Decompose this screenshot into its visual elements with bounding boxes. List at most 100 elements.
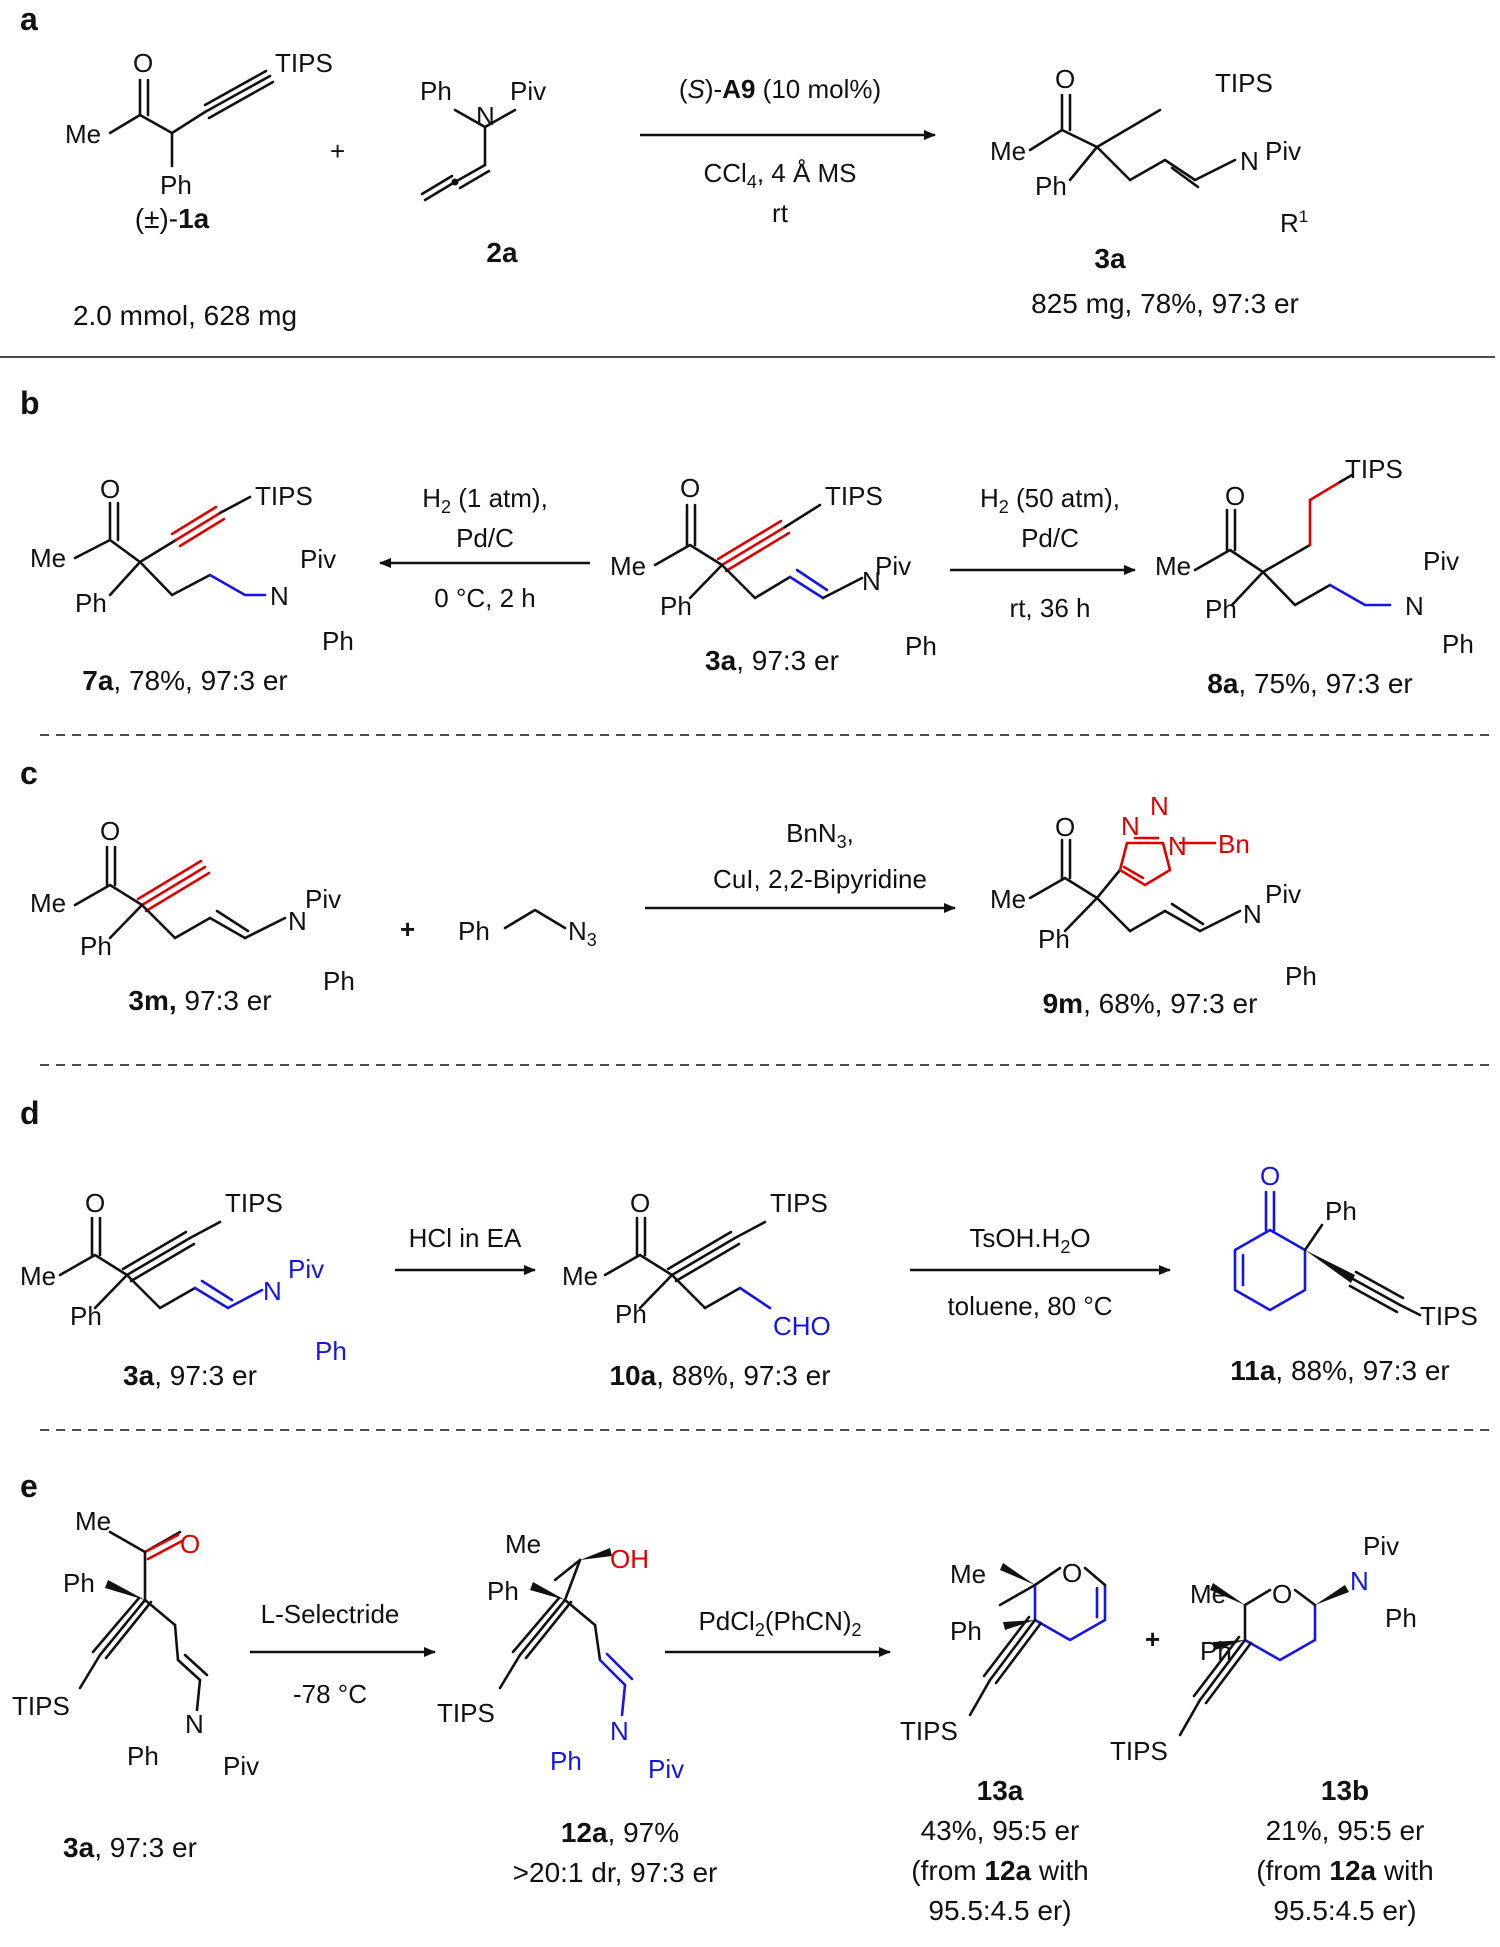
atom-label: Me [75, 1506, 111, 1536]
reagent-line: Pd/C [456, 523, 514, 553]
caption-13b: 13b [1321, 1775, 1369, 1806]
reagent-line: HCl in EA [409, 1223, 522, 1253]
caption-8a: 8a, 75%, 97:3 er [1207, 668, 1413, 699]
atom-label: O [100, 474, 120, 504]
plus-sign: + [330, 136, 345, 166]
atom-label: Piv [305, 884, 341, 914]
caption-12a-dr: >20:1 dr, 97:3 er [513, 1857, 718, 1888]
atom-label: Ph [1200, 1636, 1232, 1666]
reagents-e-right: PdCl2(PhCN)2 [665, 1606, 891, 1657]
atom-label: O [1055, 812, 1075, 842]
ring-o: O [1062, 1558, 1082, 1588]
caption-3a: 3a, 97:3 er [63, 1832, 197, 1863]
panel-letter-c: c [20, 755, 38, 791]
atom-label: TIPS [1345, 454, 1403, 484]
enamide-piv: Piv [648, 1754, 684, 1784]
caption-12a: 12a, 97% [561, 1817, 679, 1848]
atom-label: TIPS [275, 48, 333, 78]
atom-label: TIPS [437, 1698, 495, 1728]
reagents-b-right: H2 (50 atm), Pd/C rt, 36 h [950, 483, 1136, 623]
caption-11a: 11a, 88%, 97:3 er [1230, 1355, 1450, 1386]
caption-1a-scale: 2.0 mmol, 628 mg [73, 300, 297, 331]
atom-label: Ph [160, 170, 192, 200]
atom-label: O [133, 48, 153, 78]
caption-3a: 3a, 97:3 er [705, 645, 839, 676]
atom-label: Me [30, 543, 66, 573]
caption-3m: 3m, 97:3 er [128, 985, 271, 1016]
reagent-line: Pd/C [1021, 523, 1079, 553]
compound-3a-e: Me O Ph TIPS N Ph Piv [12, 1506, 259, 1781]
atom-label: Piv [510, 76, 546, 106]
triazole-n: N [1121, 811, 1140, 841]
reagents-e-left: L-Selectride -78 °C [250, 1599, 436, 1709]
atom-label: TIPS [900, 1716, 958, 1746]
compound-13a: Me O Ph TIPS [900, 1558, 1107, 1746]
caption-13b-source: (from 12a with [1256, 1855, 1433, 1886]
atom-label: Ph [322, 626, 354, 656]
reagent-line: BnN3, [786, 818, 854, 852]
atom-label: N [270, 581, 289, 611]
atom-label: Piv [223, 1751, 259, 1781]
triazole-n: N [1168, 831, 1187, 861]
atom-label: TIPS [1110, 1736, 1168, 1766]
atom-label: Ph [323, 966, 355, 996]
atom-label: Ph [63, 1568, 95, 1598]
atom-label: Me [990, 884, 1026, 914]
atom-label: Ph [75, 588, 107, 618]
compound-1a: O Me Ph TIPS [65, 48, 333, 200]
atom-label: Ph [80, 931, 112, 961]
reagent-line: toluene, 80 °C [947, 1291, 1112, 1321]
atom-label: Ph [70, 1301, 102, 1331]
plus-sign: + [1145, 1624, 1160, 1654]
atom-label: O [100, 816, 120, 846]
atom-label: N [476, 101, 495, 131]
compound-13b: Me O Ph N Piv Ph TIPS [1110, 1531, 1417, 1766]
atom-label: Me [562, 1261, 598, 1291]
atom-label: TIPS [1420, 1301, 1478, 1331]
caption-3a: 3a [1094, 243, 1126, 274]
atom-label: Piv [300, 544, 336, 574]
reagents-a: (S)-A9 (10 mol%) CCl4, 4 Å MS rt [640, 74, 936, 228]
atom-label: Piv [875, 551, 911, 581]
compound-11a: O Ph TIPS [1233, 1161, 1478, 1331]
caption-10a: 10a, 88%, 97:3 er [609, 1360, 830, 1391]
alcohol-oh: OH [610, 1544, 649, 1574]
atom-label: TIPS [825, 481, 883, 511]
atom-label: Ph [905, 631, 937, 661]
atom-label: Ph [615, 1299, 647, 1329]
ketone-o: O [180, 1529, 200, 1559]
panel-letter-b: b [20, 385, 40, 421]
atom-label: O [1055, 64, 1075, 94]
reagent-line: PdCl2(PhCN)2 [698, 1606, 861, 1640]
enamide-ph: Ph [550, 1746, 582, 1776]
atom-label: Ph [1285, 961, 1317, 991]
reagent-line: L-Selectride [261, 1599, 400, 1629]
compound-3m: O Me Ph N Piv Ph [30, 816, 355, 996]
caption-1a: (±)-1a [135, 203, 210, 234]
panel-letter-e: e [20, 1468, 38, 1504]
atom-label: N [1243, 899, 1262, 929]
atom-label: TIPS [255, 481, 313, 511]
atom-label: TIPS [770, 1188, 828, 1218]
atom-label: Me [20, 1261, 56, 1291]
ring-o: O [1272, 1579, 1292, 1609]
benzyl-azide: Ph N3 [458, 908, 597, 950]
reagents-b-left: H2 (1 atm), Pd/C 0 °C, 2 h [379, 483, 590, 613]
reagent-line: TsOH.H2O [969, 1223, 1090, 1257]
atom-label: R1 [1280, 207, 1308, 238]
reagent-line: CCl4, 4 Å MS [703, 158, 856, 192]
plus-sign: + [400, 914, 415, 944]
compound-7a: O Me Ph TIPS N Piv Ph [30, 474, 354, 656]
triazole-n: N [1150, 791, 1169, 821]
atom-label: Ph [950, 1616, 982, 1646]
atom-label: Ph [1205, 594, 1237, 624]
atom-label: O [630, 1188, 650, 1218]
atom-label: N [185, 1709, 204, 1739]
atom-label: Ph [1442, 629, 1474, 659]
atom-label: Ph [487, 1576, 519, 1606]
atom-label: Ph [1038, 924, 1070, 954]
caption-3a: 3a, 97:3 er [123, 1360, 257, 1391]
atom-label: Piv [1363, 1531, 1399, 1561]
benzyl-label: Bn [1218, 829, 1250, 859]
